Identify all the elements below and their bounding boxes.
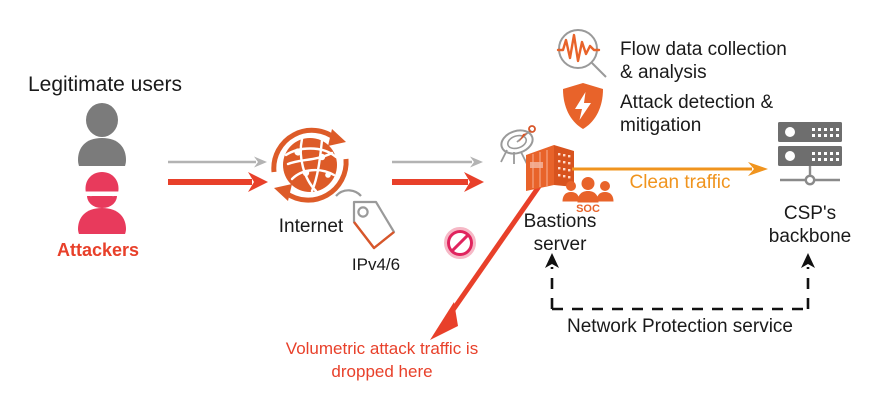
flow-arrows-users-to-internet	[168, 152, 268, 196]
soc-label: SOC	[576, 203, 600, 215]
legit-flow-arrow-1	[168, 156, 267, 168]
soc-people-icon	[562, 177, 614, 203]
prohibition-sign-icon	[444, 227, 476, 259]
csp-backbone-servers-icon	[774, 120, 846, 188]
attack-flow-arrow-2	[392, 172, 484, 192]
network-protection-bracket	[540, 251, 820, 315]
attackers-label: Attackers	[56, 240, 140, 260]
clean-traffic-label: Clean traffic	[629, 172, 731, 193]
network-protection-service-label: Network Protection service	[567, 316, 793, 337]
dropped-traffic-label-line1: Volumetric attack traffic is	[285, 339, 479, 358]
bastions-server-label-line2: server	[533, 234, 587, 255]
dropped-traffic-label-line2: dropped here	[331, 362, 433, 381]
attack-flow-arrow-1	[168, 172, 268, 192]
csp-backbone-label-line2: backbone	[768, 226, 852, 247]
attack-mitigation-shield-icon	[562, 82, 604, 130]
bastions-server-label-line1: Bastions	[523, 211, 597, 232]
legit-flow-arrow-2	[392, 156, 483, 168]
attack-detection-label-line1: Attack detection &	[620, 92, 774, 113]
bastions-server-rack-icon	[524, 143, 576, 193]
satellite-dish-icon	[497, 124, 543, 168]
csp-backbone-label-line1: CSP's	[783, 203, 837, 224]
flow-arrows-internet-to-bastions	[392, 152, 484, 196]
ip-tag-label: IPv4/6	[351, 255, 401, 274]
attack-detection-label-line2: mitigation	[620, 115, 702, 136]
clean-traffic-arrow	[572, 161, 768, 177]
user-silhouette-icon	[62, 103, 142, 166]
legitimate-users-label: Legitimate users	[27, 73, 183, 96]
ip-tag-icon	[330, 188, 402, 256]
masked-attacker-icon	[62, 172, 142, 234]
internet-globe-icon	[262, 117, 358, 213]
internet-label: Internet	[278, 216, 344, 237]
flow-data-label-line1: Flow data collection	[620, 39, 787, 60]
flow-data-label-line2: & analysis	[620, 62, 707, 83]
flow-analysis-magnifier-icon	[552, 28, 614, 80]
dropped-traffic-arrow	[420, 180, 550, 345]
